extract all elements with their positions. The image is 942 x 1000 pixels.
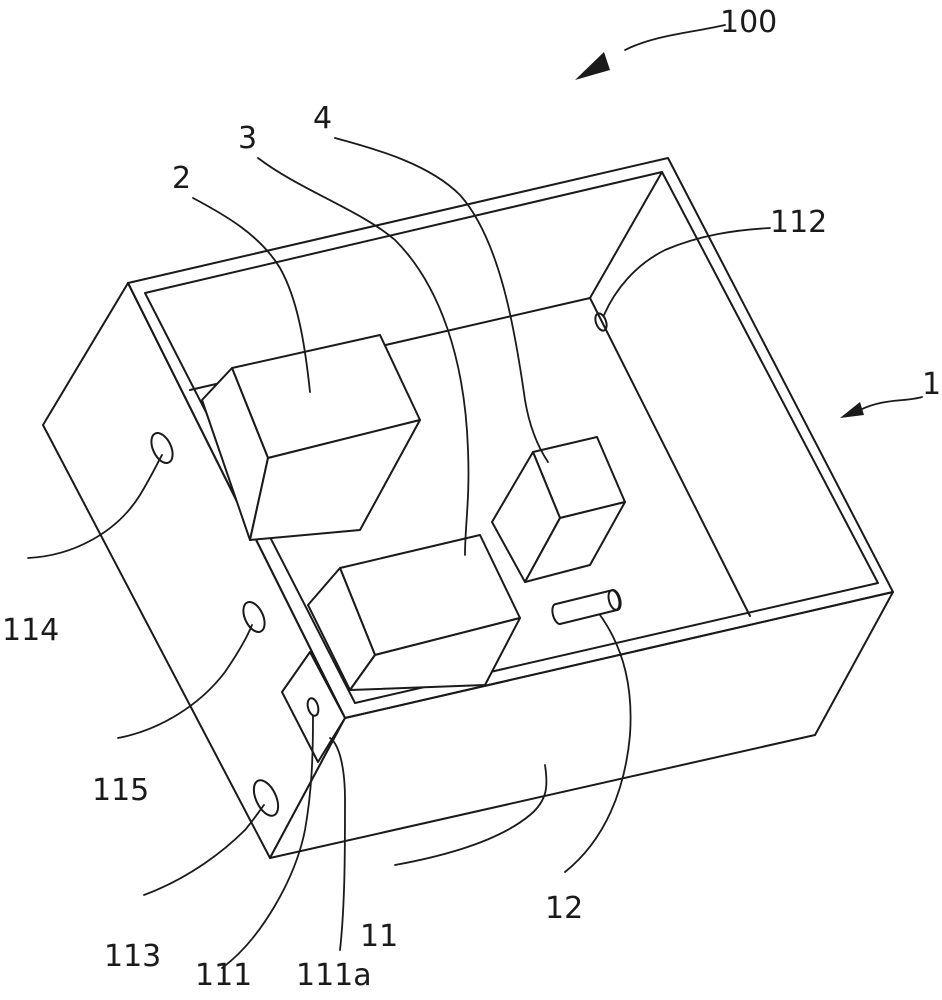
label-2: 2 — [172, 161, 191, 196]
assembly-arrowhead — [575, 52, 610, 80]
component-4-block — [492, 437, 625, 582]
housing-arrowhead — [840, 402, 864, 418]
interior-floor-right-edge — [590, 298, 750, 616]
label-111: 111 — [195, 958, 252, 993]
label-100: 100 — [720, 5, 777, 40]
label-3: 3 — [238, 121, 257, 156]
leader-112 — [604, 228, 770, 315]
label-12: 12 — [545, 891, 583, 926]
leader-113 — [144, 805, 264, 895]
housing-leader — [860, 397, 922, 410]
label-11: 11 — [360, 919, 398, 954]
assembly-leader — [625, 25, 725, 50]
post-12-body — [552, 590, 620, 624]
housing-arrow — [840, 397, 922, 418]
label-115: 115 — [92, 773, 149, 808]
label-114: 114 — [2, 613, 59, 648]
label-111a: 111a — [296, 958, 372, 993]
label-4: 4 — [313, 101, 332, 136]
post-12 — [552, 589, 621, 624]
label-1: 1 — [922, 367, 941, 402]
label-113: 113 — [104, 939, 161, 974]
label-112: 112 — [770, 205, 827, 240]
assembly-arrow — [575, 25, 725, 80]
component-3-block — [308, 535, 520, 690]
